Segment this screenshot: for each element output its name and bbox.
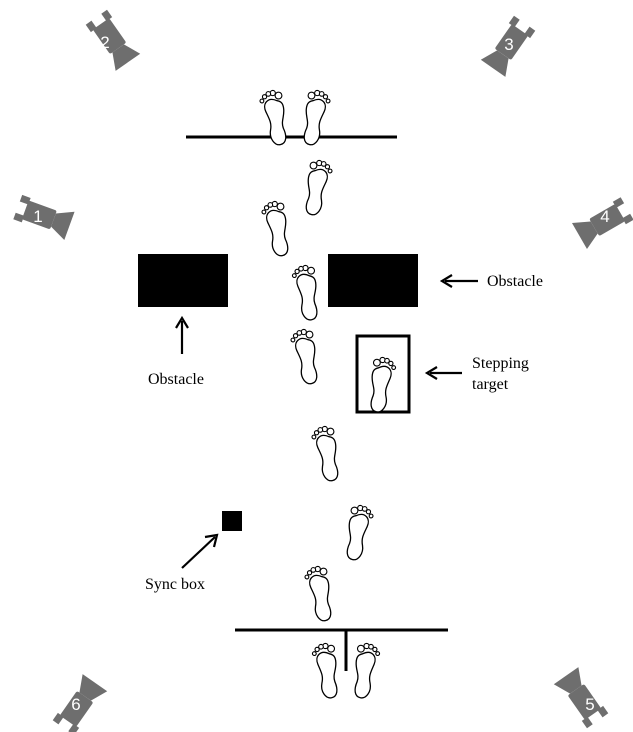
obstacle-left <box>138 254 228 307</box>
camera-label-2: 2 <box>100 33 109 52</box>
camera-label-5: 5 <box>585 695 594 714</box>
camera-label-3: 3 <box>504 35 513 54</box>
stepping-target-label-line1: Stepping <box>472 355 529 372</box>
stepping-target-label-line2: target <box>472 376 509 393</box>
footprint-icon <box>311 426 339 482</box>
footprint-icon <box>312 643 338 699</box>
footprint-icon <box>304 566 332 622</box>
sync-box-label: Sync box <box>145 576 205 593</box>
arrow-icon <box>181 533 219 569</box>
camera-label-1: 1 <box>33 207 42 226</box>
footprint-icon <box>345 503 375 562</box>
obstacle-right-label: Obstacle <box>487 273 543 290</box>
obstacle-right <box>328 254 418 307</box>
sync-box <box>222 511 242 531</box>
footprint-icon <box>292 265 318 321</box>
footprint-icon <box>369 356 397 414</box>
camera-icon <box>12 192 75 240</box>
camera-label-4: 4 <box>600 207 609 226</box>
arrow-icon <box>439 274 478 288</box>
camera-icon <box>84 8 141 71</box>
camera-icon <box>553 667 610 730</box>
arrow-icon <box>175 315 189 354</box>
footprint-icon <box>261 201 289 257</box>
footprint-icon <box>353 642 381 700</box>
camera-label-6: 6 <box>71 695 80 714</box>
arrow-icon <box>424 366 462 380</box>
footprint-icon <box>304 158 334 217</box>
obstacle-left-label: Obstacle <box>148 371 204 388</box>
footprint-icon <box>290 329 318 385</box>
stepping-target-box <box>355 334 411 414</box>
